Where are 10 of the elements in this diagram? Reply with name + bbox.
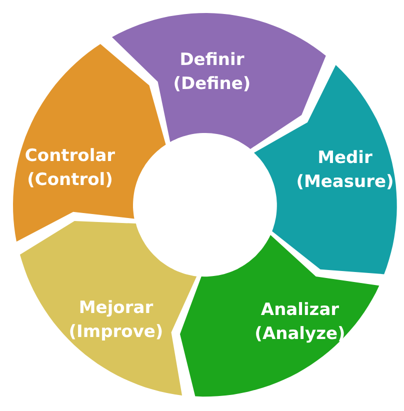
stage-translation: (Analyze) bbox=[254, 322, 346, 346]
stage-translation: (Improve) bbox=[68, 320, 164, 344]
stage-translation: (Control) bbox=[26, 168, 114, 192]
stage-translation: (Define) bbox=[173, 72, 251, 96]
stage-translation: (Measure) bbox=[296, 170, 394, 194]
stage-name: Controlar bbox=[24, 144, 116, 168]
stage-name: Medir bbox=[316, 146, 374, 170]
stage-name: Analizar bbox=[260, 298, 340, 322]
stage-name: Mejorar bbox=[78, 296, 154, 320]
stage-name: Definir bbox=[178, 48, 246, 72]
